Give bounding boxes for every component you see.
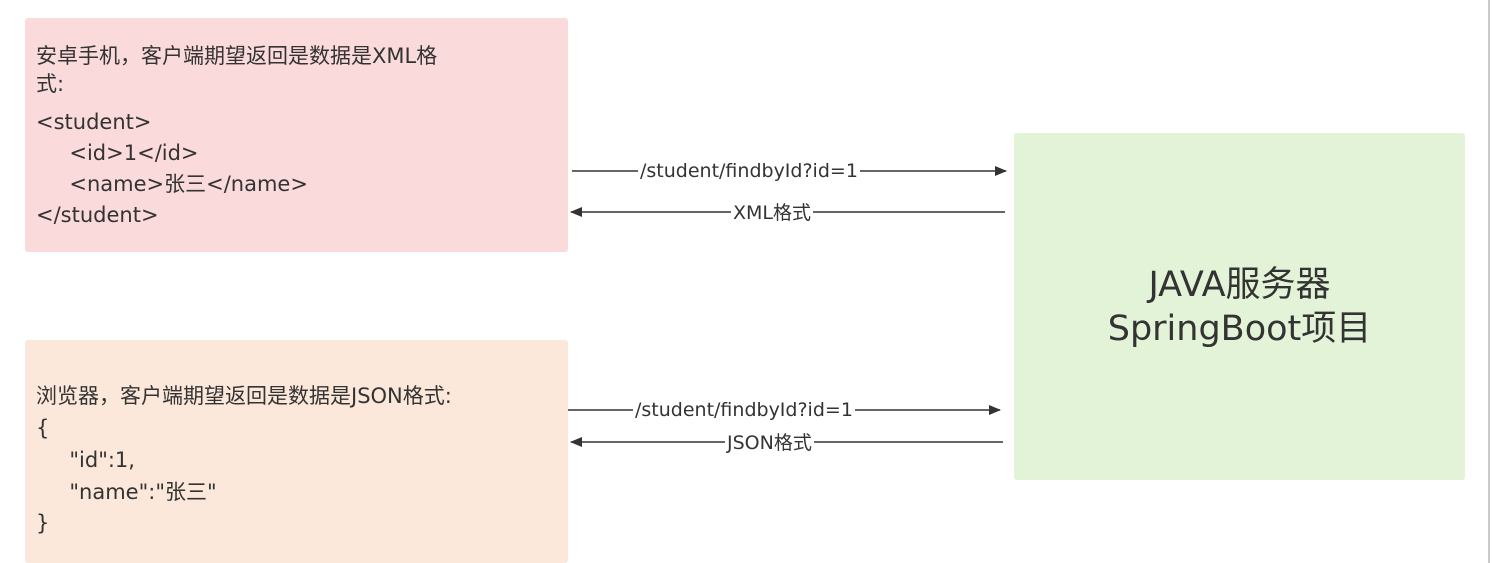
xml-client-line: </student> <box>36 203 159 227</box>
server-subtitle: SpringBoot项目 <box>1107 308 1372 349</box>
xml-response-label: XML格式 <box>731 202 813 224</box>
json-client-line: { <box>36 416 50 440</box>
json-client-line: 浏览器，客户端期望返回是数据是JSON格式: <box>36 384 452 408</box>
json-response-label: JSON格式 <box>725 432 814 454</box>
xml-client-box: 安卓手机，客户端期望返回是数据是XML格 式: <student> <id>1<… <box>25 18 568 252</box>
json-client-box: 浏览器，客户端期望返回是数据是JSON格式: { "id":1, "name":… <box>25 340 568 563</box>
json-request-label: /student/findbyId?id=1 <box>633 399 855 421</box>
xml-client-line: <id>1</id> <box>36 141 199 165</box>
right-edge-divider <box>1488 0 1490 563</box>
json-client-line: } <box>36 511 50 535</box>
xml-client-line: <name>张三</name> <box>36 172 308 196</box>
json-client-line: "id":1, <box>36 448 135 472</box>
json-client-line: "name":"张三" <box>36 480 217 504</box>
server-box: JAVA服务器 SpringBoot项目 <box>1014 133 1465 480</box>
server-title: JAVA服务器 <box>1148 264 1331 305</box>
xml-client-line: 安卓手机，客户端期望返回是数据是XML格 <box>36 44 438 68</box>
xml-request-label: /student/findbyId?id=1 <box>638 160 860 182</box>
xml-client-line: 式: <box>36 72 65 96</box>
xml-client-line: <student> <box>36 110 152 134</box>
